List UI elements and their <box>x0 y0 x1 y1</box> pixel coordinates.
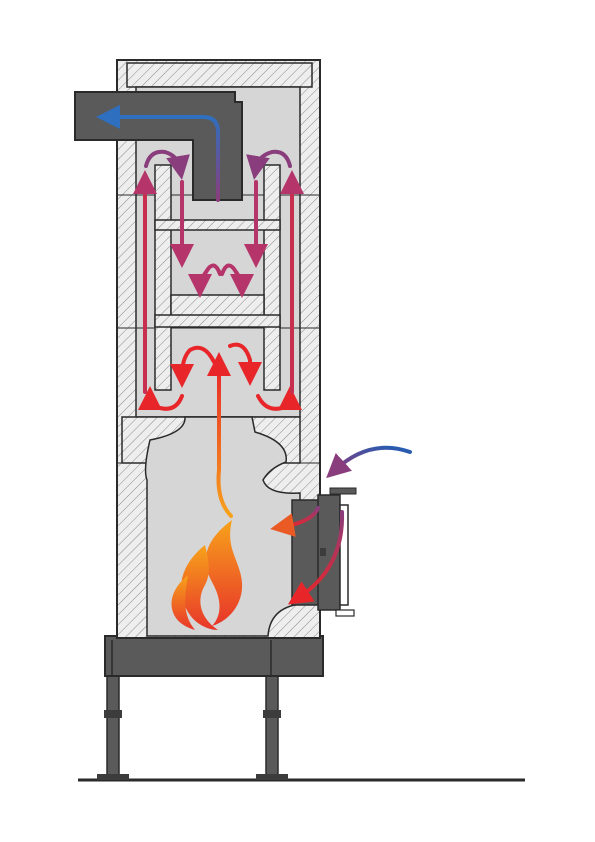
combustion-riser-arrow <box>207 352 233 518</box>
exhaust-flow-arrow <box>96 105 220 202</box>
top-turn-left-arrow <box>144 149 190 180</box>
bottom-turn-right-arrow <box>256 386 302 411</box>
top-turn-right-arrow <box>246 149 292 180</box>
top-cap <box>126 62 313 88</box>
middle-fountain-right-arrow <box>220 263 254 298</box>
flame-icon <box>171 520 243 630</box>
bottom-turn-left-arrow <box>138 386 184 411</box>
door-air-lower-arrow <box>287 510 345 605</box>
lower-spread-left-arrow <box>170 345 216 388</box>
baffle-walls <box>154 164 281 391</box>
door-air-upper-arrow <box>270 506 320 537</box>
middle-fountain-left-arrow <box>188 263 222 298</box>
base-plinth <box>104 635 324 677</box>
lower-spread-right-arrow <box>228 342 262 386</box>
air-inlet-arrow <box>326 445 412 479</box>
